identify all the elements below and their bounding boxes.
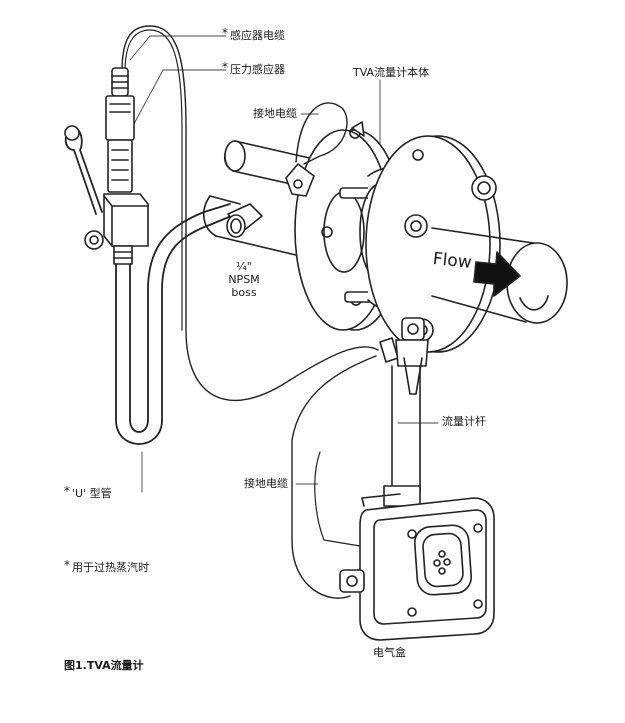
pressure-sensor-label: *压力感应器 [222,60,285,77]
superheated-note: *用于过热蒸汽时 [64,558,149,575]
u-tube-label: *'U' 型管 [64,484,112,501]
sensor-cable [121,25,379,402]
npsm-boss-label: ¼" NPSM boss [222,260,266,299]
npsm-boss [226,203,263,238]
flow-label: Flow [431,249,473,273]
npsm-fraction: ¼" [236,260,252,273]
valve [64,125,149,265]
downstream-pipe [431,227,568,324]
ground-cable-top-label: 接地电缆 [253,107,297,120]
npsm-line1: NPSM [228,273,260,286]
ground-cable-bottom-label: 接地电缆 [244,477,288,490]
ground-cable-bottom [291,337,399,599]
flow-arrow [473,251,521,297]
upstream-pipe [203,140,319,257]
ground-cable-top [285,102,348,197]
flow-rod [383,317,429,507]
pressure-sensor [105,67,135,193]
u-tube [115,203,237,445]
downstream-flange [351,121,501,353]
npsm-line2: boss [231,286,257,299]
junction-box-label: 电气盒 [373,646,406,659]
sensor-cable-label: *感应器电缆 [222,26,285,43]
figure-caption: 图1.TVA流量计 [64,659,144,672]
junction-box [339,493,495,641]
flow-rod-label: 流量计杆 [442,415,486,428]
meter-body-label: TVA流量计本体 [353,66,430,79]
